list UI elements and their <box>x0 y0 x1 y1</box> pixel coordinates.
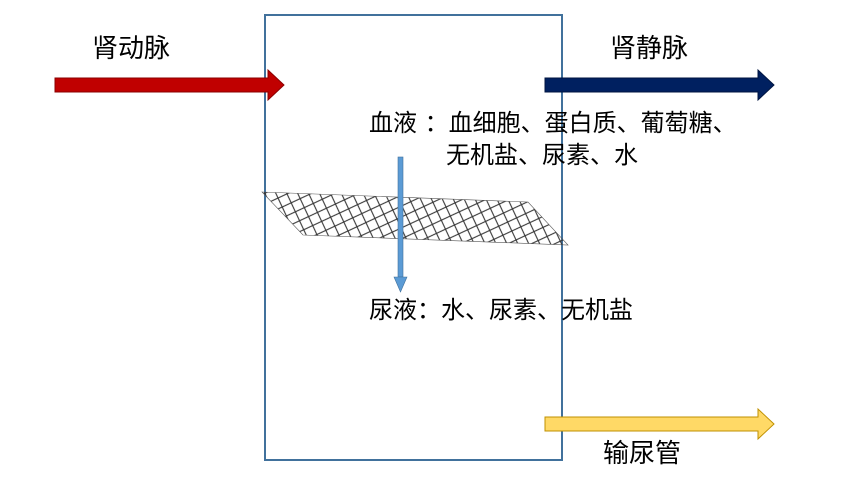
filtration-arrow <box>393 156 408 293</box>
renal-artery-arrow <box>54 68 285 102</box>
blood-composition-line2: 无机盐、尿素、水 <box>446 141 638 169</box>
renal-artery-label: 肾动脉 <box>92 34 170 64</box>
renal-vein-arrow <box>544 68 775 102</box>
kidney-box <box>264 14 563 461</box>
ureter-label: 输尿管 <box>603 439 681 469</box>
urine-composition: 尿液：水、尿素、无机盐 <box>369 296 633 324</box>
renal-vein-label: 肾静脉 <box>610 34 688 64</box>
filter-membrane <box>261 191 569 246</box>
blood-composition-line1: 血液 ：血细胞、蛋白质、葡萄糖、 <box>369 109 737 137</box>
ureter-arrow <box>544 407 775 441</box>
